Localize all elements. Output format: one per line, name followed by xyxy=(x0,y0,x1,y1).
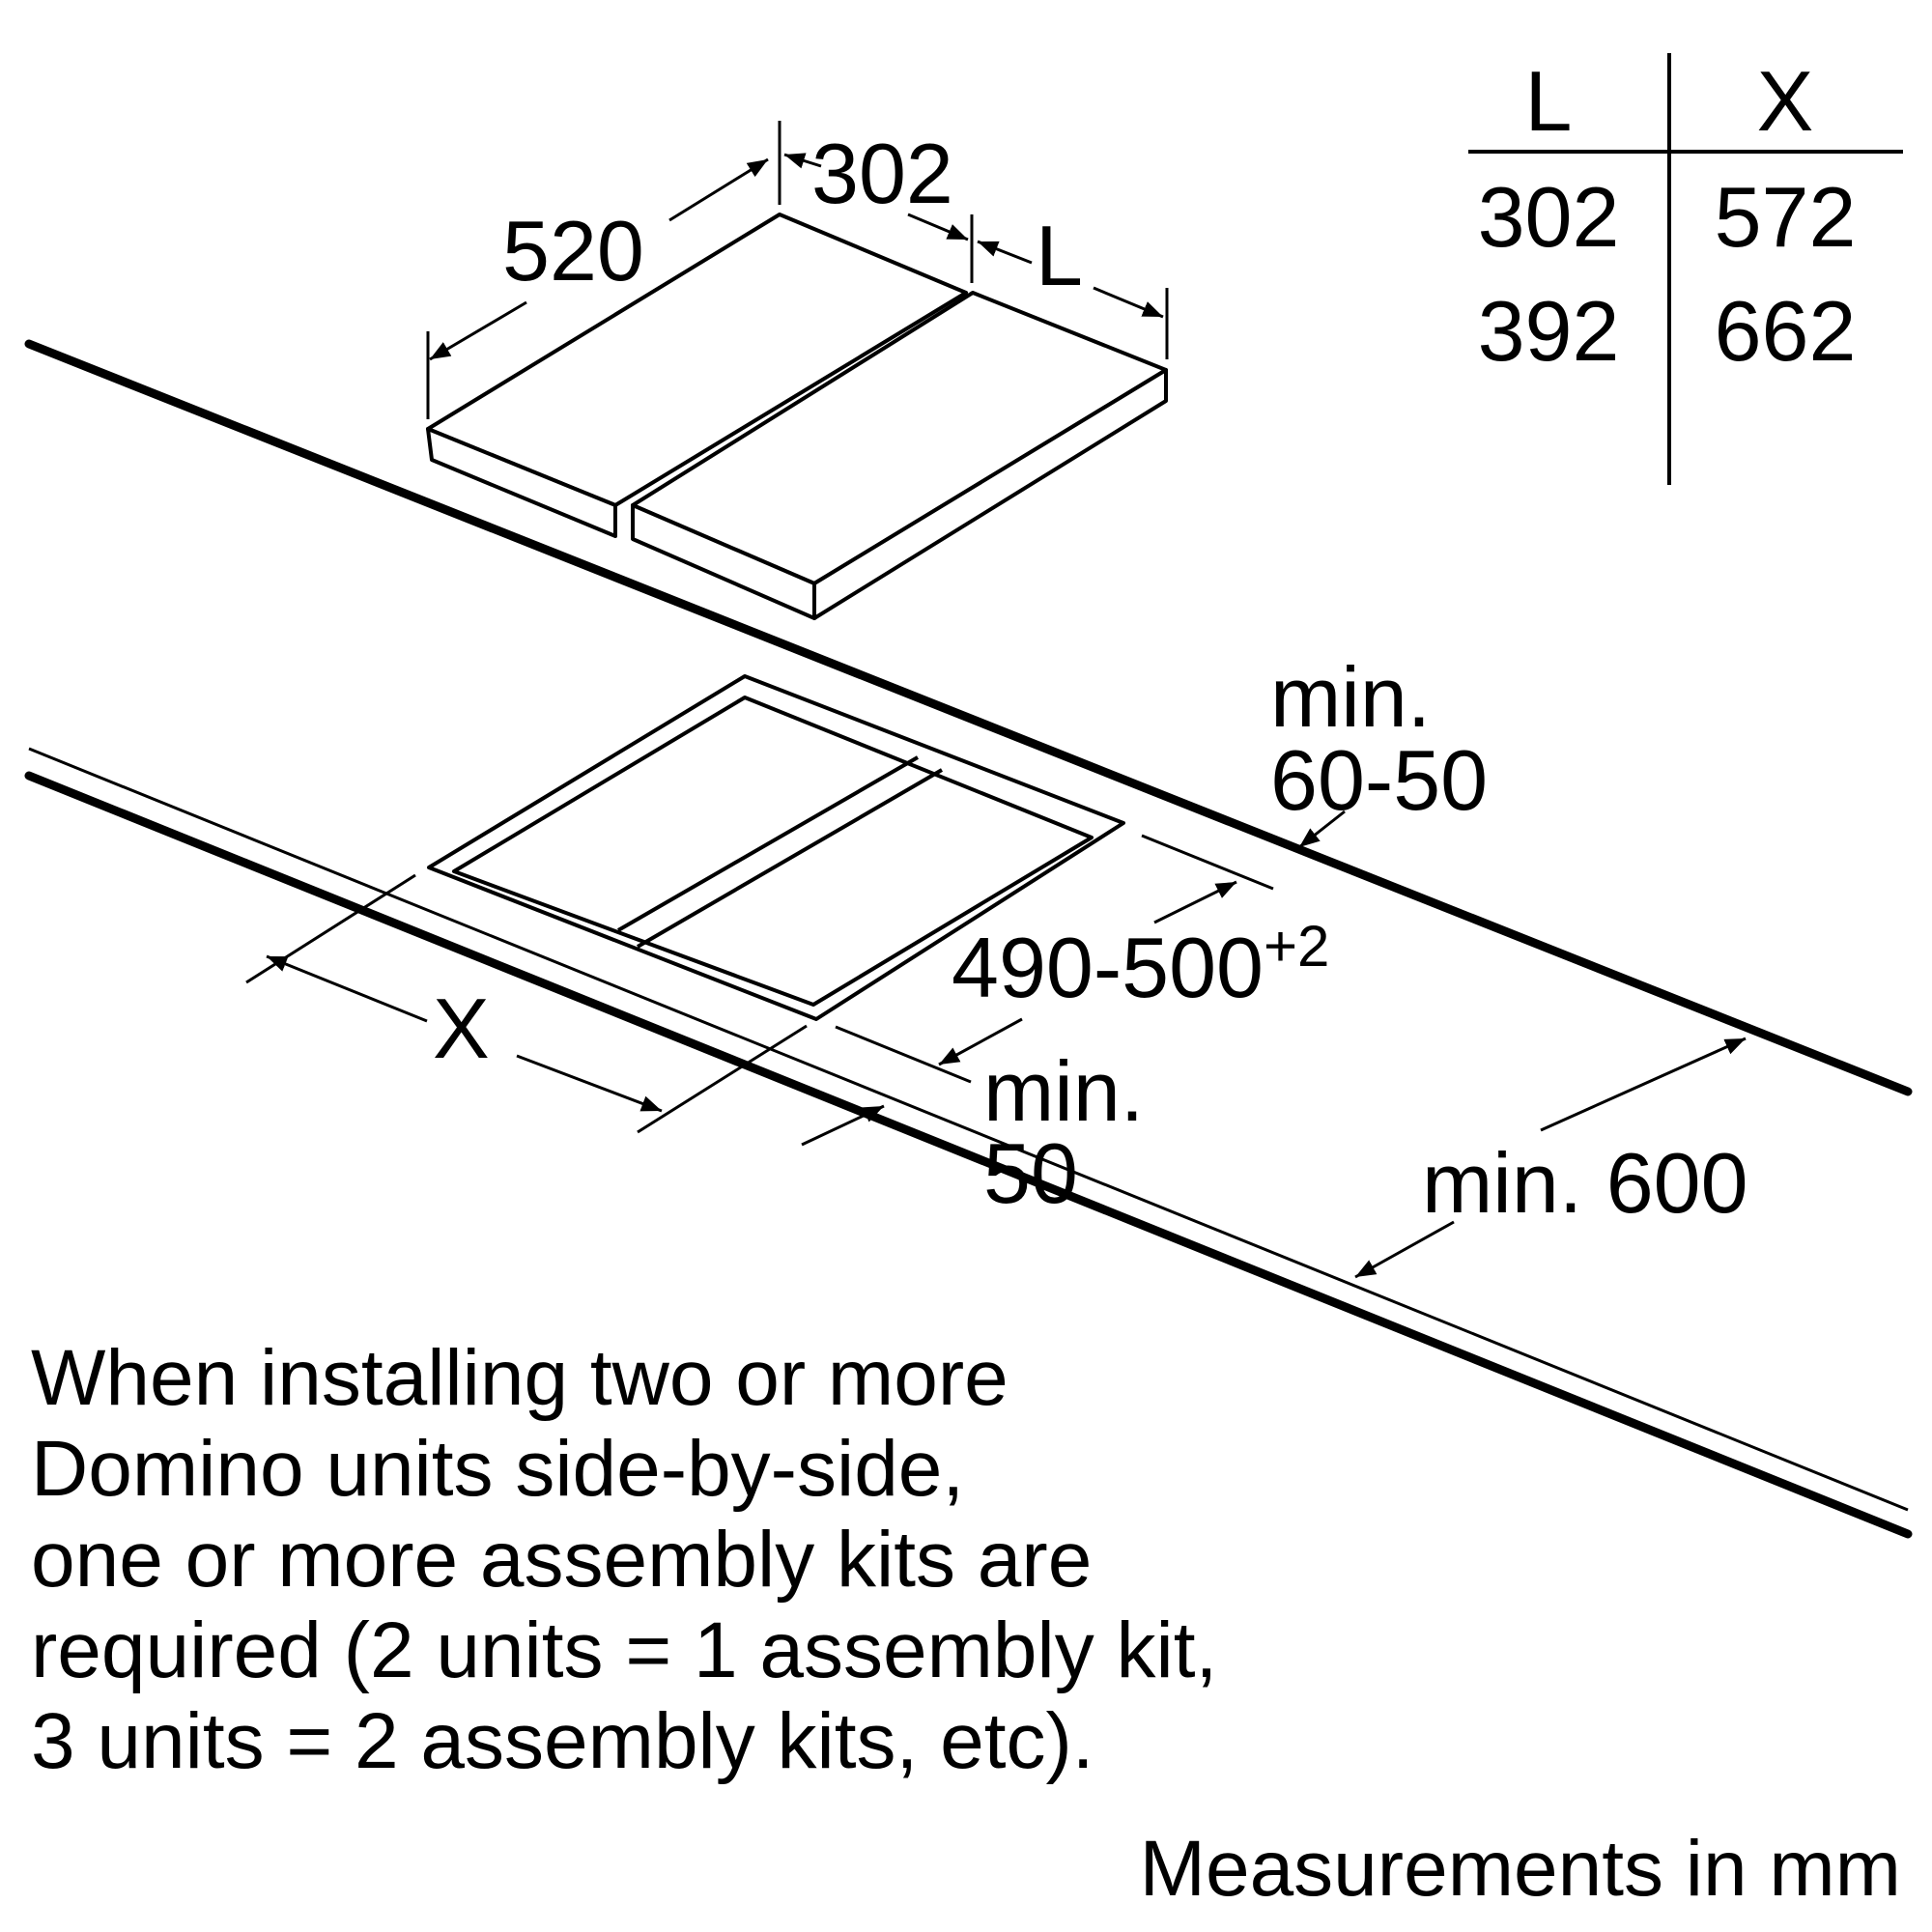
dimension-L: L xyxy=(977,208,1169,359)
dim-cutout-width-label: X xyxy=(433,980,490,1076)
dim-width-right-label: L xyxy=(1036,208,1083,303)
dimension-back-gap: min. 60-50 xyxy=(1270,649,1488,849)
worktop-back-edge xyxy=(24,339,1913,1096)
installation-note: When installing two or more Domino units… xyxy=(31,1333,1480,1787)
cooktop-units xyxy=(426,213,1168,620)
note-line: Domino units side-by-side, xyxy=(31,1425,965,1513)
cutout xyxy=(427,674,1125,1021)
worktop-front-edge-lower xyxy=(24,771,1913,1539)
table-cell: 392 xyxy=(1478,283,1620,379)
note-line: 3 units = 2 assembly kits, etc). xyxy=(31,1697,1094,1785)
table-cell: 662 xyxy=(1715,283,1857,379)
dimension-worktop-depth: min. 600 xyxy=(1354,1037,1748,1279)
dim-front-gap-line1: min. xyxy=(983,1043,1144,1139)
dimension-cutout-depth: 490-500+2 xyxy=(835,834,1329,1084)
dim-worktop-depth-label: min. 600 xyxy=(1422,1135,1748,1231)
dim-front-gap-line2: 50 xyxy=(983,1125,1078,1221)
dim-width-left-label: 302 xyxy=(811,126,953,221)
dim-cutout-depth-label: 490-500+2 xyxy=(952,914,1329,1015)
dim-back-gap-line2: 60-50 xyxy=(1270,732,1488,828)
dimension-302: 302 xyxy=(783,126,974,283)
dim-cutout-depth-value: 490-500 xyxy=(952,920,1264,1015)
dimension-table: L X 302 572 392 662 xyxy=(1468,53,1903,485)
dim-back-gap-line1: min. xyxy=(1270,649,1431,745)
table-cell: 572 xyxy=(1715,169,1857,265)
dim-cutout-depth-tolerance: +2 xyxy=(1264,914,1329,979)
note-line: required (2 units = 1 assembly kit, xyxy=(31,1606,1218,1694)
dimension-front-gap: min. 50 xyxy=(801,1043,1144,1221)
note-line: one or more assembly kits are xyxy=(31,1516,1093,1604)
units-footer: Measurements in mm xyxy=(1139,1825,1901,1913)
table-cell: 302 xyxy=(1478,169,1620,265)
dimension-X: X xyxy=(245,873,808,1134)
table-header-l: L xyxy=(1525,53,1573,149)
table-header-x: X xyxy=(1757,53,1814,149)
note-line: When installing two or more xyxy=(31,1334,1009,1422)
worktop-front-edge-upper xyxy=(28,747,1909,1512)
dimension-520: 520 xyxy=(426,121,781,419)
dim-depth-label: 520 xyxy=(502,203,644,298)
